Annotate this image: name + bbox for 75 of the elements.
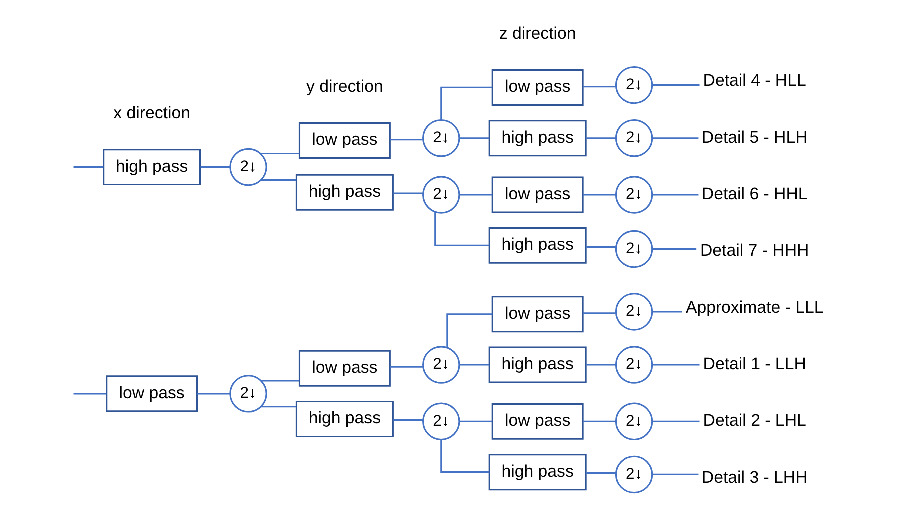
node-text: Detail 3 - LHH bbox=[701, 468, 808, 487]
connector bbox=[652, 194, 698, 196]
node-text: Detail 2 - LHL bbox=[702, 411, 806, 430]
connector bbox=[586, 364, 616, 366]
connector bbox=[582, 312, 616, 314]
node-text: Detail 4 - HLL bbox=[702, 71, 806, 90]
node-circle: 2↓ bbox=[614, 176, 653, 214]
node-box: high pass bbox=[295, 174, 394, 211]
node-circle: 2↓ bbox=[422, 346, 460, 384]
node-box: high pass bbox=[102, 149, 201, 186]
connector bbox=[586, 472, 616, 474]
label: x direction bbox=[113, 104, 190, 123]
connector bbox=[440, 86, 492, 120]
node-circle: 2↓ bbox=[614, 230, 653, 268]
node-box: low pass bbox=[491, 403, 584, 440]
connector bbox=[652, 474, 698, 476]
connector bbox=[459, 364, 489, 366]
connector bbox=[390, 366, 423, 368]
node-text: Detail 1 - LLH bbox=[702, 354, 806, 374]
node-box: high pass bbox=[488, 227, 586, 264]
node-circle: 2↓ bbox=[229, 375, 267, 413]
label: z direction bbox=[498, 24, 576, 44]
connector bbox=[73, 393, 106, 395]
connector bbox=[652, 420, 700, 422]
node-box: low pass bbox=[491, 296, 584, 333]
connector bbox=[434, 212, 490, 246]
connector bbox=[260, 152, 300, 154]
label: y direction bbox=[306, 77, 383, 96]
connector bbox=[652, 138, 698, 140]
connector bbox=[652, 248, 696, 250]
connector bbox=[73, 166, 104, 168]
node-circle: 2↓ bbox=[229, 148, 267, 186]
connector bbox=[459, 138, 489, 140]
connector bbox=[459, 194, 492, 196]
node-text: Detail 6 - HHL bbox=[701, 184, 808, 204]
node-circle: 2↓ bbox=[614, 119, 653, 158]
connector bbox=[459, 420, 492, 422]
node-text: Approximate - LLL bbox=[685, 298, 824, 317]
connector bbox=[652, 311, 682, 313]
node-box: low pass bbox=[298, 122, 390, 160]
node-box: high pass bbox=[488, 454, 586, 491]
connector bbox=[261, 406, 296, 408]
node-text: Detail 5 - HLH bbox=[701, 128, 808, 147]
node-circle: 2↓ bbox=[422, 119, 460, 158]
connector bbox=[582, 194, 616, 196]
connector bbox=[390, 139, 422, 141]
connector bbox=[200, 166, 230, 168]
node-box: low pass bbox=[491, 176, 584, 214]
connector bbox=[261, 380, 299, 382]
node-circle: 2↓ bbox=[614, 402, 653, 441]
node-circle: 2↓ bbox=[614, 66, 653, 104]
node-box: high pass bbox=[488, 346, 586, 384]
node-circle: 2↓ bbox=[614, 346, 653, 384]
connector bbox=[261, 179, 296, 182]
node-circle: 2↓ bbox=[614, 293, 653, 331]
connector bbox=[586, 246, 616, 248]
connector bbox=[586, 138, 616, 140]
connector bbox=[446, 314, 492, 348]
connector bbox=[652, 84, 700, 86]
node-box: high pass bbox=[295, 400, 394, 438]
node-box: low pass bbox=[298, 350, 390, 387]
node-circle: 2↓ bbox=[614, 456, 653, 494]
node-circle: 2↓ bbox=[422, 176, 460, 214]
connector bbox=[582, 420, 616, 422]
connector bbox=[582, 86, 616, 88]
connector bbox=[196, 393, 230, 395]
node-box: high pass bbox=[488, 120, 586, 157]
connector bbox=[393, 419, 423, 421]
connector bbox=[393, 192, 423, 194]
node-text: Detail 7 - HHH bbox=[700, 241, 809, 260]
connector bbox=[652, 364, 700, 366]
node-circle: 2↓ bbox=[422, 402, 460, 441]
node-box: low pass bbox=[106, 376, 198, 412]
connector bbox=[440, 440, 490, 474]
node-box: low pass bbox=[491, 69, 584, 106]
